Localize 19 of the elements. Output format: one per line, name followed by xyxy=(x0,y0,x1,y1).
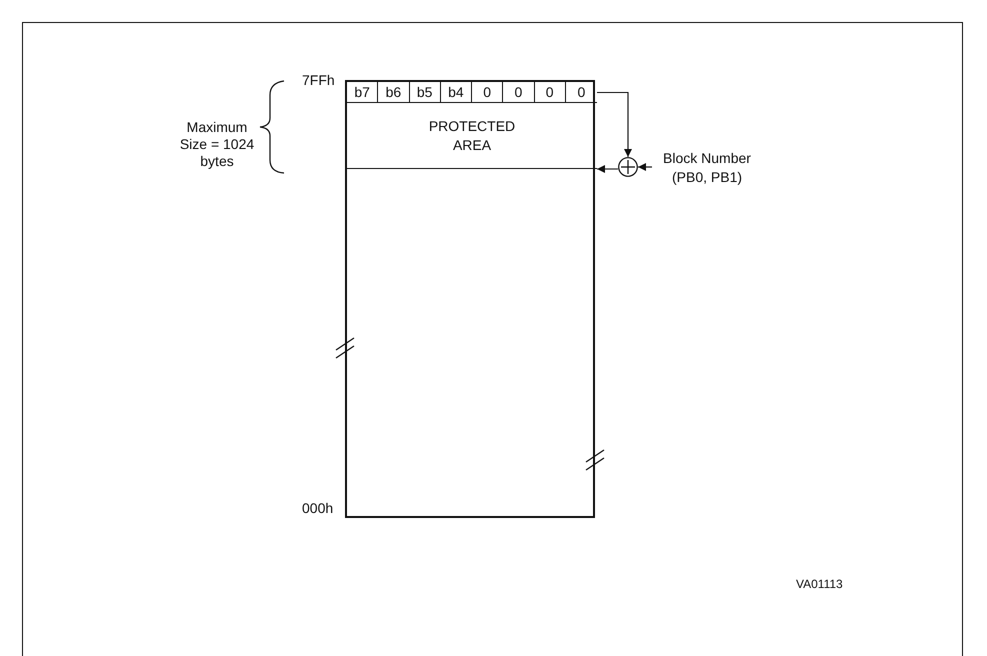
arrow xyxy=(597,165,618,173)
size-note: Maximum Size = 1024 bytes xyxy=(178,119,256,170)
register-bit-cell: 0 xyxy=(472,82,504,103)
register-bit-cell: b6 xyxy=(378,82,410,103)
register-bit-cell: 0 xyxy=(503,82,534,103)
arrow xyxy=(638,163,652,171)
area-label: PROTECTED AREA xyxy=(428,116,516,154)
register-bit-cell: b4 xyxy=(440,82,472,103)
memory-array-box xyxy=(345,80,595,518)
figure-code: VA01113 xyxy=(796,576,844,593)
address-label: 7FFh xyxy=(302,72,336,89)
register-bit-cell: 0 xyxy=(534,82,566,103)
signal-label: Block Number (PB0, PB1) xyxy=(652,149,762,189)
adder-symbol xyxy=(618,157,638,177)
register-bit-cell: 0 xyxy=(566,82,597,103)
address-label: 000h xyxy=(302,500,334,517)
register-bit-cell: b7 xyxy=(347,82,378,103)
arrow xyxy=(597,92,632,157)
register-bit-cell: b5 xyxy=(410,82,441,103)
